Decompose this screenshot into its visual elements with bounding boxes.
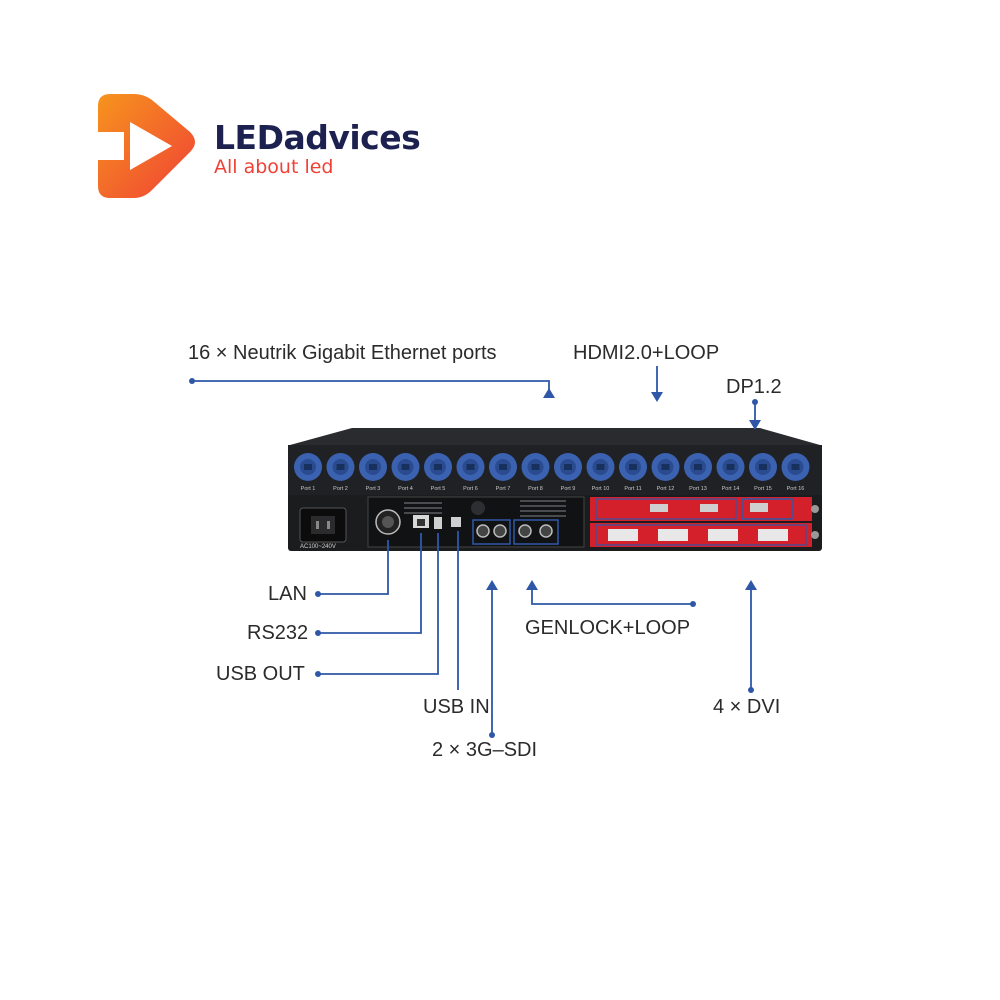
ethernet-port: Port 13: [684, 453, 712, 492]
rs232-label: RS232: [247, 622, 309, 644]
sdi-connector-1: [476, 524, 490, 538]
dp-label: DP1.2: [726, 376, 782, 398]
ethernet-port: Port 10: [586, 453, 615, 492]
ethernet-port: Port 1: [294, 453, 322, 492]
sdi-label: 2 × 3G–SDI: [432, 739, 538, 761]
brand-name: LEDadvices: [214, 118, 421, 157]
genlock-connector-1: [518, 524, 532, 538]
genlock-connector-2: [539, 524, 553, 538]
ethernet-port-label: Port 9: [561, 486, 576, 492]
ethernet-port-label: Port 5: [431, 486, 446, 492]
ethernet-port: Port 9: [554, 453, 582, 492]
ethernet-port-label: Port 3: [366, 486, 381, 492]
dvi-label: 4 × DVI: [713, 696, 781, 718]
dvi-card: [590, 523, 812, 547]
ethernet-port: Port 2: [326, 453, 355, 492]
ethernet-port: Port 6: [456, 453, 485, 492]
chassis-top: [290, 428, 820, 445]
ethernet-port: Port 12: [651, 453, 680, 492]
hdmi-dp-card: [590, 497, 812, 521]
ethernet-port: Port 4: [391, 453, 420, 492]
ethernet-port-label: Port 10: [592, 486, 610, 492]
ethernet-port-label: Port 6: [463, 486, 478, 492]
ethernet-port-label: Port 4: [398, 486, 413, 492]
power-label: AC100~240V: [300, 544, 336, 550]
ethernet-port: Port 7: [489, 453, 517, 492]
hdmi-loop-label: HDMI2.0+LOOP: [573, 342, 720, 364]
ethernet-port-label: Port 13: [689, 486, 707, 492]
usb-out-connector: [434, 517, 442, 529]
power-inlet: [299, 507, 347, 543]
play-logo-icon: [98, 94, 195, 198]
ethernet-port-label: Port 14: [722, 486, 740, 492]
lan-label: LAN: [268, 583, 307, 605]
ethernet-port: Port 8: [521, 453, 550, 492]
brand-tagline: All about led: [214, 156, 334, 178]
ethernet-port: Port 5: [424, 453, 452, 492]
brand-logo: LEDadvices All about led: [90, 92, 470, 202]
ethernet-port-label: Port 7: [496, 486, 511, 492]
ethernet-port: Port 16: [781, 453, 810, 492]
ethernet-port-label: Port 11: [624, 486, 641, 492]
sdi-connector-2: [493, 524, 507, 538]
ethernet-port: Port 3: [359, 453, 387, 492]
usb-in-connector: [451, 517, 461, 527]
ethernet-ports-label: 16 × Neutrik Gigabit Ethernet ports: [188, 342, 497, 364]
ethernet-port-row: Port 1 Port 2 Port 3 Port 4 Port 5 Port 6 Port…: [294, 453, 810, 492]
ethernet-port-label: Port 2: [333, 486, 348, 492]
usb-out-label: USB OUT: [216, 663, 305, 685]
ethernet-port-label: Port 15: [754, 486, 772, 492]
ethernet-port-label: Port 1: [301, 486, 316, 492]
usb-in-label: USB IN: [423, 696, 490, 718]
ethernet-port-label: Port 8: [528, 486, 543, 492]
ethernet-port: Port 11: [619, 453, 647, 492]
ethernet-port: Port 15: [749, 453, 777, 492]
ethernet-port: Port 14: [716, 453, 745, 492]
ethernet-port-label: Port 16: [787, 486, 805, 492]
genlock-loop-label: GENLOCK+LOOP: [525, 617, 691, 639]
ethernet-port-label: Port 12: [657, 486, 675, 492]
